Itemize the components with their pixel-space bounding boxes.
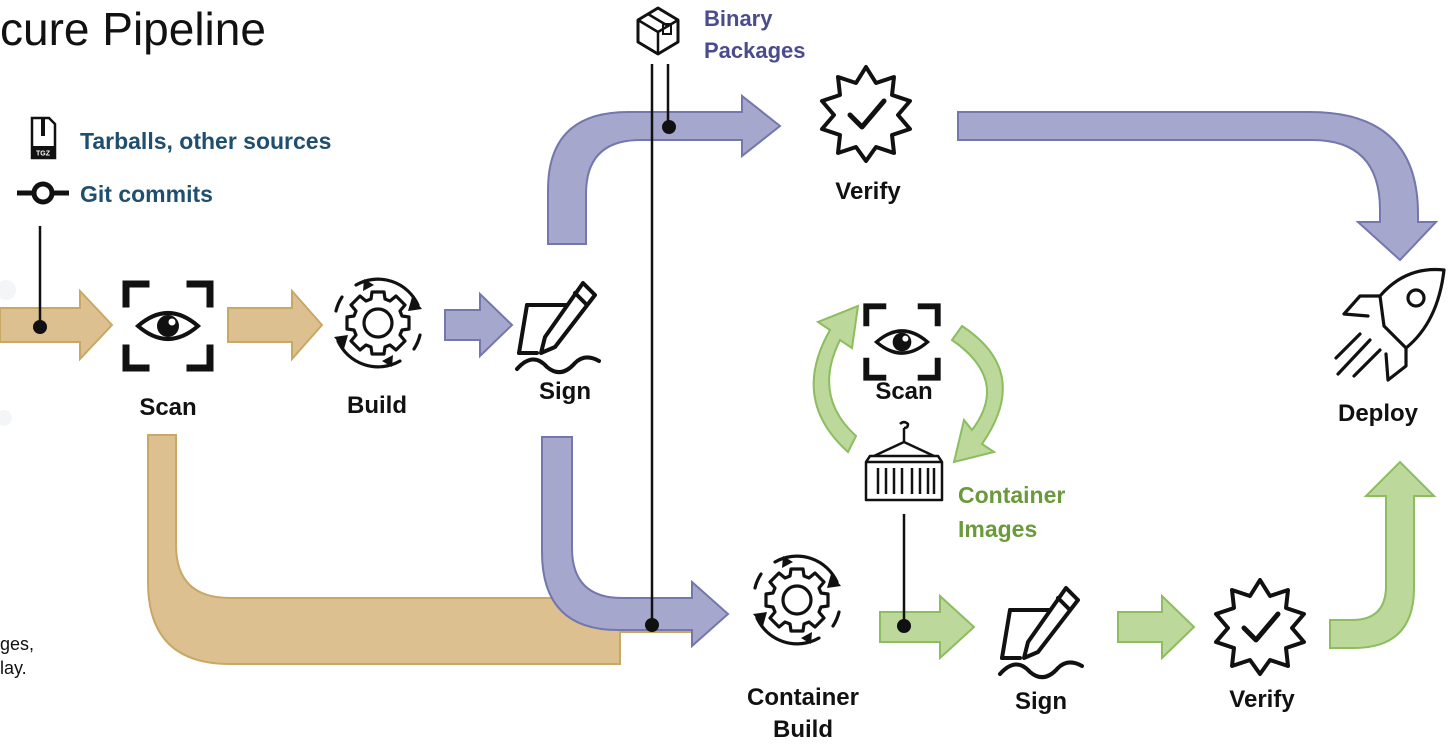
arrow-scan-to-build	[227, 288, 324, 362]
verify-top-step-label: Verify	[835, 178, 901, 205]
git-commit-dot	[33, 320, 47, 334]
container-image-join-dot	[897, 619, 911, 633]
arrow-sources-to-scan	[0, 288, 114, 362]
scan-cycle-arrow-right	[950, 324, 1004, 464]
sign-step-label: Sign	[539, 378, 591, 405]
container-build-label-line2: Build	[773, 716, 833, 743]
binary-container-join-dot	[645, 618, 659, 632]
arrow-sign-to-container-build	[541, 436, 730, 649]
binary-flow-arrows	[444, 93, 1439, 649]
note-line-2: lay.	[0, 658, 27, 678]
eye-scan-icon	[126, 284, 210, 368]
gear-cycle-icon	[332, 277, 424, 369]
scan-step-label: Scan	[139, 394, 197, 421]
arrow-sign-to-verify-bottom	[1117, 593, 1196, 661]
shipping-container-icon	[864, 420, 944, 502]
arrow-container-build-to-sign	[879, 593, 976, 661]
note-line-1: ges,	[0, 634, 35, 654]
binary-join-dot	[662, 120, 676, 134]
binary-packages-label-line1: Binary	[704, 6, 773, 31]
page-title: cure Pipeline	[0, 3, 266, 55]
binary-packages-label-line2: Packages	[704, 38, 806, 63]
deploy-step-label: Deploy	[1337, 400, 1418, 427]
git-commits-label: Git commits	[80, 181, 213, 207]
container-gear-cycle-icon	[751, 554, 843, 646]
source-flow-arrows	[0, 288, 691, 665]
container-images-label-line2: Images	[958, 516, 1038, 542]
container-images-label-line1: Container	[958, 482, 1066, 508]
arrow-verify-bottom-to-deploy	[1329, 460, 1437, 649]
rocket-icon	[1334, 267, 1446, 382]
signature-pen-icon-bottom	[998, 586, 1084, 680]
arrow-scan-to-container-build	[147, 434, 691, 665]
package-box-icon	[636, 6, 680, 56]
sign-bottom-step-label: Sign	[1015, 688, 1067, 715]
verify-bottom-step-label: Verify	[1229, 686, 1295, 713]
tarballs-label: Tarballs, other sources	[80, 128, 332, 154]
source-connectors	[38, 64, 906, 626]
tgz-badge: TGZ	[36, 151, 51, 158]
container-eye-scan-icon	[866, 306, 937, 377]
container-flow-arrows	[812, 304, 1437, 661]
verified-badge-icon	[822, 67, 910, 161]
container-build-label-line1: Container	[746, 684, 859, 711]
container-scan-step-label: Scan	[875, 378, 933, 405]
scan-cycle-arrow-left	[812, 304, 860, 454]
arrow-sign-to-verify	[547, 93, 782, 245]
arrow-build-to-sign	[444, 291, 514, 359]
build-step-label: Build	[347, 392, 407, 419]
archive-file-icon: TGZ	[30, 116, 57, 160]
verified-badge-icon-bottom	[1216, 580, 1304, 674]
git-commit-icon	[17, 181, 69, 205]
arrow-verify-to-deploy	[957, 111, 1439, 262]
background-artifact	[0, 280, 16, 426]
signature-pen-icon	[515, 281, 601, 375]
